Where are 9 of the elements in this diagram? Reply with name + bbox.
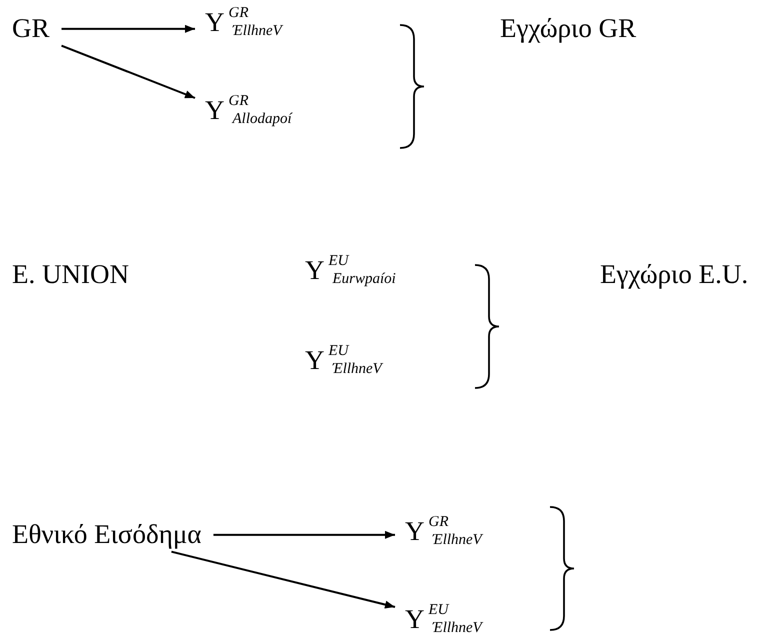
node-label: Εθνικό Εισόδημα bbox=[12, 520, 202, 550]
node-label: GR bbox=[12, 14, 50, 44]
arrow bbox=[61, 44, 196, 99]
arrow bbox=[62, 24, 195, 33]
arrow bbox=[213, 530, 395, 539]
region-label: E. UNION bbox=[12, 260, 129, 290]
arrow bbox=[171, 550, 396, 608]
region-label: Εγχώριο E.U. bbox=[600, 260, 748, 290]
region-label: Εγχώριο GR bbox=[500, 14, 636, 44]
